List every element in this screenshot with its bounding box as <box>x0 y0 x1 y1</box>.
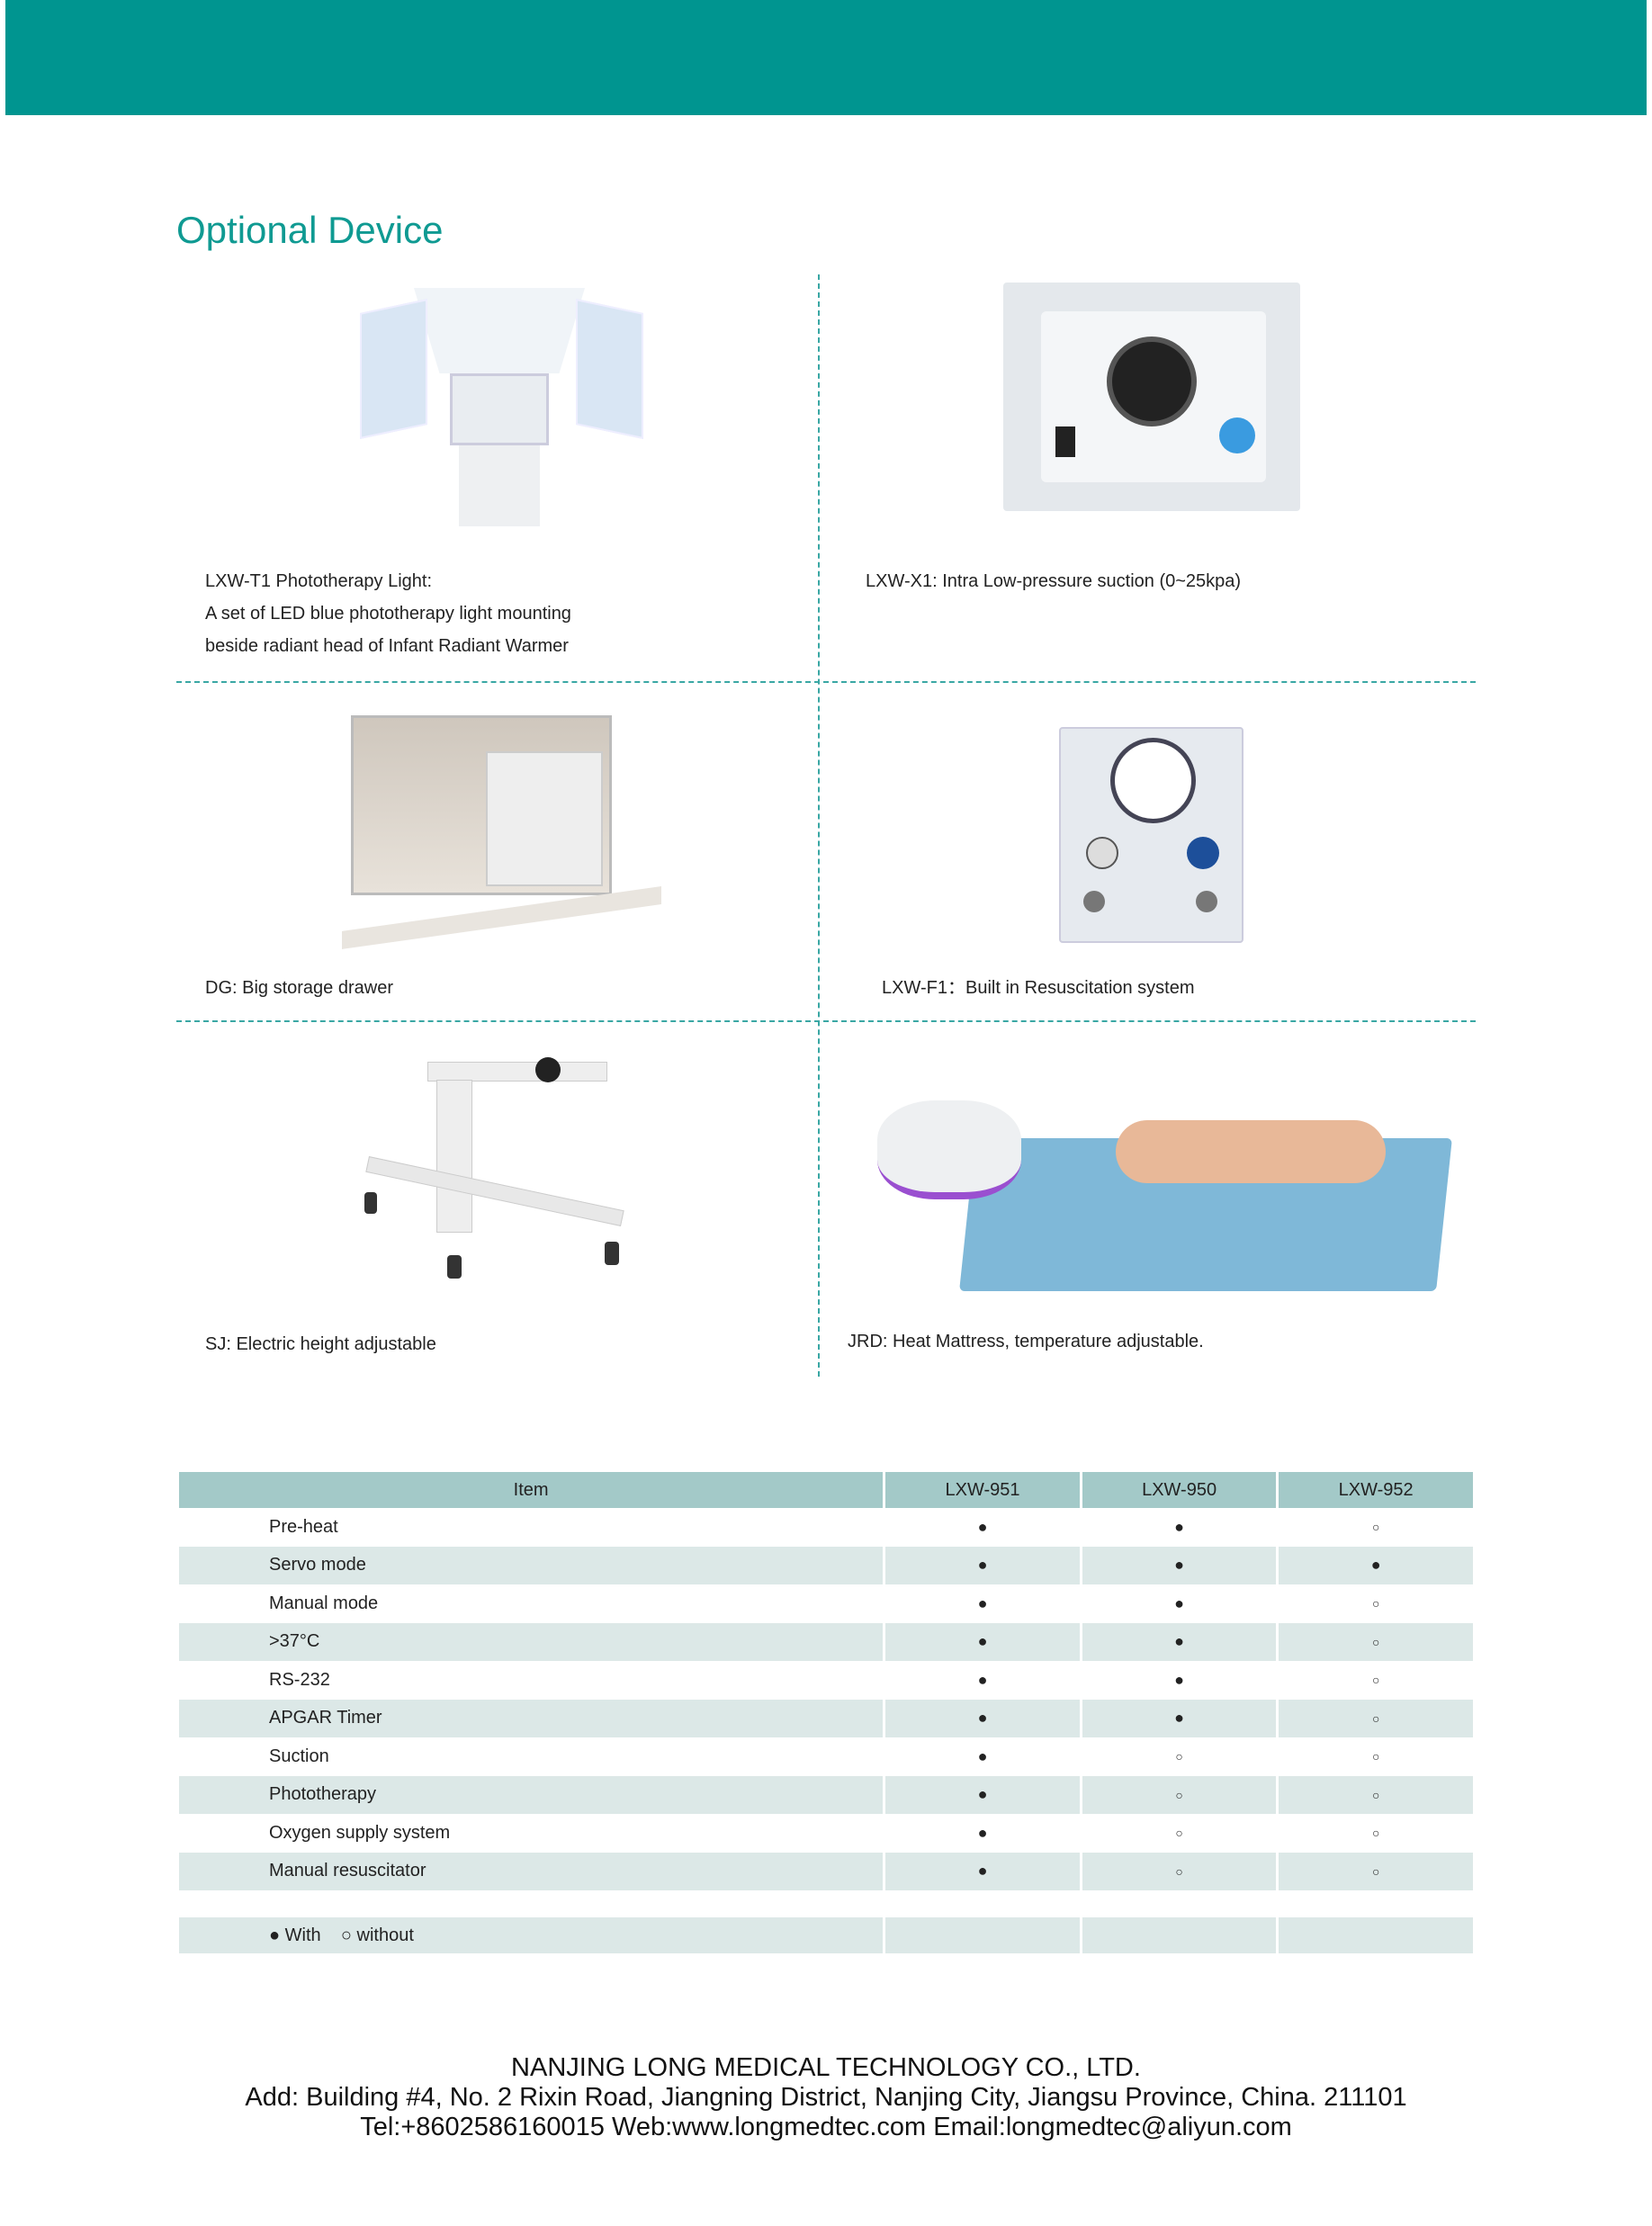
feature-name: Servo mode <box>179 1546 884 1584</box>
feature-name: Oxygen supply system <box>269 1822 451 1843</box>
feature-mark: ● <box>1174 1670 1185 1689</box>
table-row: >37°C●●○ <box>179 1622 1473 1661</box>
feature-mark: ○ <box>1371 1673 1380 1688</box>
device-description: A set of LED blue phototherapy light mou… <box>205 604 571 624</box>
empty-cell <box>1082 1917 1277 1953</box>
feature-name: Manual resuscitator <box>179 1852 884 1890</box>
device-code: SJ <box>205 1334 227 1354</box>
company-name: NANJING LONG MEDICAL TECHNOLOGY CO., LTD… <box>511 2053 1141 2082</box>
empty-cell <box>885 1917 1080 1953</box>
device-label: ：Built in Resuscitation system <box>947 978 1195 998</box>
feature-mark: ● <box>977 1517 988 1536</box>
feature-mark: ○ <box>1371 1520 1380 1535</box>
feature-mark: ○ <box>1371 1749 1380 1764</box>
feature-mark: ○ <box>1082 1852 1277 1890</box>
feature-mark: ● <box>885 1775 1080 1814</box>
table-row: Oxygen supply system ● ○ ○ <box>179 1814 1473 1853</box>
caption-lxw-t1: LXW-T1 Phototherapy Light: A set of LED … <box>205 565 610 662</box>
feature-name: RS-232 <box>269 1669 330 1690</box>
heat-mattress-image <box>855 1093 1452 1296</box>
divider-vertical <box>818 274 820 1377</box>
feature-mark: ○ <box>1082 1775 1277 1814</box>
caption-dg: DG: Big storage drawer <box>205 972 393 1004</box>
feature-mark: ● <box>977 1746 988 1765</box>
feature-mark: ● <box>977 1670 988 1689</box>
device-label: : Electric height adjustable <box>226 1334 436 1354</box>
header-band <box>5 0 1647 115</box>
feature-mark: ● <box>885 1852 1080 1890</box>
table-row: Pre-heat ● ● ○ <box>179 1508 1473 1547</box>
empty-cell <box>1279 1917 1473 1953</box>
table-row: Manual mode ● ● ○ <box>179 1584 1473 1623</box>
feature-name: >37°C <box>179 1622 884 1661</box>
spacer-row <box>179 1890 1473 1917</box>
table-row: Suction ● ○ ○ <box>179 1737 1473 1776</box>
feature-mark: ● <box>1082 1699 1277 1737</box>
device-code: LXW-F1 <box>882 978 947 998</box>
device-description: beside radiant head of Infant Radiant Wa… <box>205 636 569 656</box>
storage-drawer-image <box>342 706 661 949</box>
column-header: LXW-951 <box>885 1472 1080 1508</box>
company-address: Add: Building #4, No. 2 Rixin Road, Jian… <box>245 2083 1407 2112</box>
table-row: Servo mode●●● <box>179 1546 1473 1584</box>
feature-mark: ○ <box>1279 1852 1473 1890</box>
table-row: RS-232 ● ● ○ <box>179 1661 1473 1700</box>
comparison-table: Item LXW-951 LXW-950 LXW-952 Pre-heat●●○… <box>176 1472 1476 1953</box>
resuscitation-system-image <box>1059 727 1243 943</box>
feature-mark: ● <box>885 1546 1080 1584</box>
feature-mark: ○ <box>1371 1826 1380 1841</box>
feature-mark: ● <box>1082 1546 1277 1584</box>
divider-horizontal <box>176 1020 1476 1022</box>
feature-mark: ● <box>1174 1517 1185 1536</box>
suction-panel-image <box>1003 283 1300 511</box>
feature-mark: ● <box>885 1699 1080 1737</box>
feature-name: Suction <box>269 1746 329 1766</box>
feature-mark: ● <box>1279 1546 1473 1584</box>
feature-mark: ● <box>977 1593 988 1612</box>
phototherapy-light-image <box>360 288 643 526</box>
caption-sj: SJ: Electric height adjustable <box>205 1328 436 1360</box>
feature-mark: ○ <box>1175 1749 1183 1764</box>
feature-name: Manual mode <box>269 1593 379 1613</box>
legend: ● With ○ without <box>179 1917 884 1953</box>
feature-mark: ○ <box>1279 1699 1473 1737</box>
feature-name: APGAR Timer <box>179 1699 884 1737</box>
footer: NANJING LONG MEDICAL TECHNOLOGY CO., LTD… <box>0 2053 1652 2142</box>
caption-jrd: JRD: Heat Mattress, temperature adjustab… <box>848 1325 1204 1358</box>
company-contact: Tel:+8602586160015 Web:www.longmedtec.co… <box>360 2113 1292 2141</box>
feature-mark: ● <box>977 1823 988 1842</box>
caption-lxw-f1: LXW-F1：Built in Resuscitation system <box>882 972 1195 1004</box>
caption-lxw-x1: LXW-X1: Intra Low-pressure suction (0~25… <box>866 565 1241 597</box>
device-code: LXW-T1 <box>205 571 271 591</box>
device-label: : Heat Mattress, temperature adjustable. <box>882 1332 1204 1351</box>
device-label: Phototherapy Light: <box>275 571 433 591</box>
column-header: Item <box>179 1472 884 1508</box>
column-header: LXW-952 <box>1279 1472 1473 1508</box>
device-code: JRD <box>848 1332 883 1351</box>
feature-mark: ○ <box>1371 1596 1380 1611</box>
device-code: LXW-X1 <box>866 571 933 591</box>
device-code: DG <box>205 978 232 998</box>
feature-mark: ● <box>1174 1593 1185 1612</box>
feature-mark: ● <box>885 1622 1080 1661</box>
feature-name: Phototherapy <box>179 1775 884 1814</box>
feature-mark: ○ <box>1175 1826 1183 1841</box>
divider-horizontal <box>176 681 1476 683</box>
feature-mark: ○ <box>1279 1775 1473 1814</box>
feature-mark: ● <box>1082 1622 1277 1661</box>
table-row: Manual resuscitator●○○ <box>179 1852 1473 1890</box>
feature-name: Pre-heat <box>269 1516 338 1537</box>
height-adjustable-stand-image <box>360 1057 630 1300</box>
column-header: LXW-950 <box>1082 1472 1277 1508</box>
device-label: : Intra Low-pressure suction (0~25kpa) <box>932 571 1242 591</box>
legend-row: ● With ○ without <box>179 1917 1473 1953</box>
page-title: Optional Device <box>176 209 444 251</box>
table-row: Phototherapy●○○ <box>179 1775 1473 1814</box>
table-header-row: Item LXW-951 LXW-950 LXW-952 <box>179 1472 1473 1508</box>
device-label: : Big storage drawer <box>232 978 393 998</box>
table-row: APGAR Timer●●○ <box>179 1699 1473 1737</box>
feature-mark: ○ <box>1279 1622 1473 1661</box>
